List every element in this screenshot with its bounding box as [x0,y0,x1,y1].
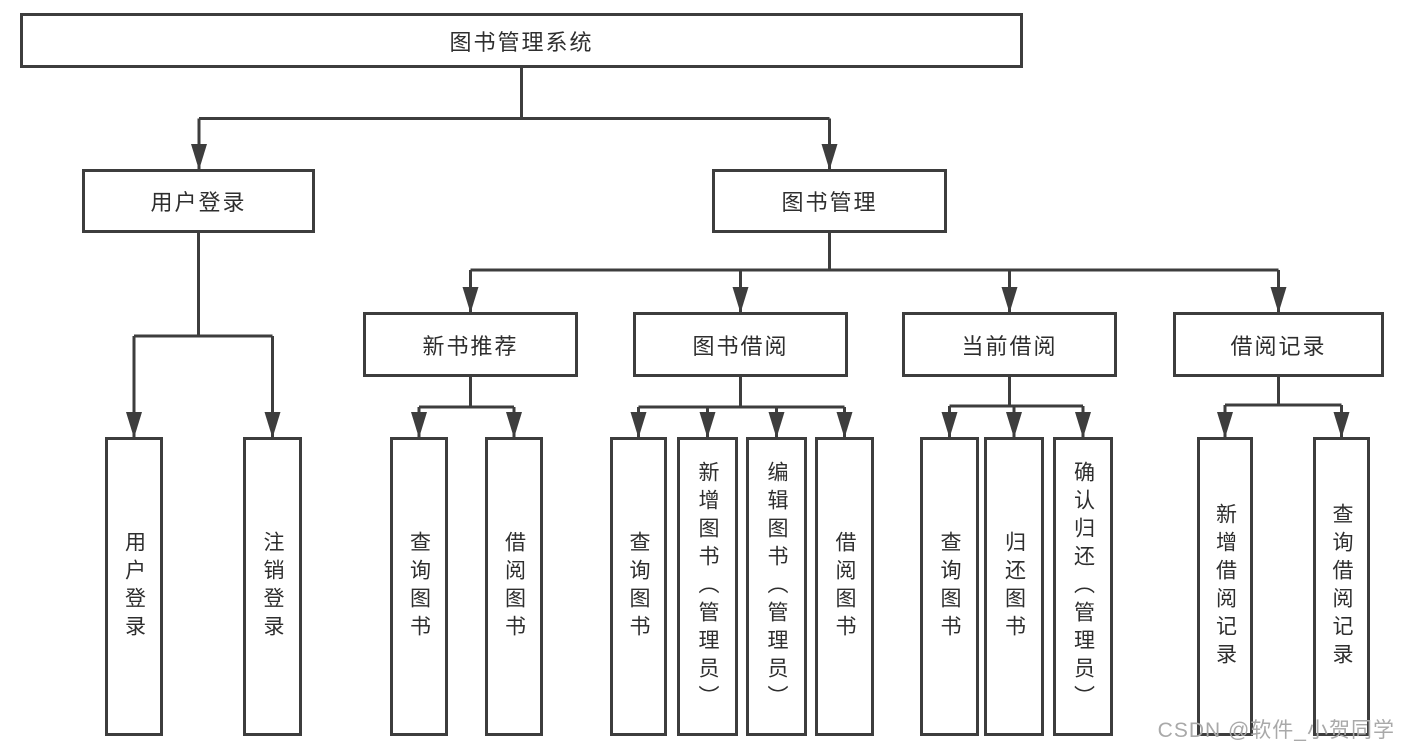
leaf-records-add-borrow-record: 新增借阅记录 [1197,437,1253,736]
leaf-label: 新增图书（管理员） [696,460,719,713]
node-label: 图书管理 [781,190,878,215]
leaf-label: 查询图书 [627,530,650,643]
node-book-borrowing: 图书借阅 [633,312,848,377]
node-current-borrowing: 当前借阅 [902,312,1117,377]
leaf-logout: 注销登录 [243,437,302,736]
node-label: 用户登录 [150,190,247,215]
leaf-label: 借阅图书 [502,530,526,643]
node-label: 借阅记录 [1230,333,1327,359]
leaf-current-confirm-return-admin: 确认归还（管理员） [1053,437,1113,736]
leaf-borrowing-add-books-admin: 新增图书（管理员） [677,437,738,736]
node-label: 新书推荐 [422,333,519,359]
leaf-label: 查询图书 [938,530,961,643]
node-borrowing-records: 借阅记录 [1173,312,1384,377]
node-book-management: 图书管理 [712,169,947,233]
leaf-label: 确认归还（管理员） [1071,460,1095,713]
leaf-label: 归还图书 [1002,530,1026,643]
leaf-borrowing-borrow-books: 借阅图书 [815,437,874,736]
leaf-current-return-books: 归还图书 [984,437,1044,736]
leaf-borrowing-edit-books-admin: 编辑图书（管理员） [746,437,807,736]
node-label: 图书管理系统 [449,29,594,55]
leaf-label: 查询图书 [407,530,431,643]
node-library-management-system: 图书管理系统 [20,13,1023,68]
leaf-label: 查询借阅记录 [1330,502,1353,671]
leaf-label: 编辑图书（管理员） [765,460,788,713]
leaf-records-query-borrow-record: 查询借阅记录 [1313,437,1370,736]
leaf-label: 用户登录 [122,530,146,643]
leaf-label: 注销登录 [261,530,284,643]
node-new-book-recommendation: 新书推荐 [363,312,578,377]
node-label: 当前借阅 [961,333,1058,359]
leaf-label: 新增借阅记录 [1213,502,1237,671]
leaf-user-login: 用户登录 [105,437,163,736]
csdn-watermark: CSDN @软件_小贺同学 [1157,719,1395,742]
node-user-login: 用户登录 [82,169,315,233]
leaf-newbooks-query-books: 查询图书 [390,437,448,736]
leaf-current-query-books: 查询图书 [920,437,979,736]
node-label: 图书借阅 [692,333,789,359]
leaf-newbooks-borrow-books: 借阅图书 [485,437,543,736]
leaf-label: 借阅图书 [833,530,856,643]
leaf-borrowing-query-books: 查询图书 [610,437,667,736]
